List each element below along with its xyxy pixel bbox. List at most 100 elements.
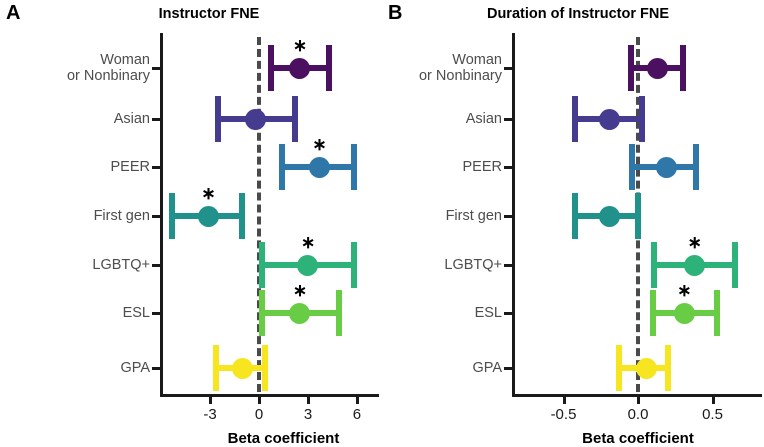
category-label-line: Asian	[0, 111, 150, 127]
x-axis-tick	[209, 397, 212, 404]
error-bar-cap	[259, 290, 265, 336]
category-label-asian: Asian	[0, 111, 150, 127]
category-label-line: Woman	[352, 52, 502, 68]
point-estimate-peer	[309, 157, 330, 178]
point-estimate-lgbtq-	[297, 255, 318, 276]
category-label-line: First gen	[0, 208, 150, 224]
error-bar-cap	[651, 242, 657, 288]
error-bar-cap	[259, 242, 265, 288]
y-axis-tick	[152, 264, 160, 267]
error-bar-cap	[616, 345, 622, 391]
y-axis-spine	[160, 33, 163, 397]
point-estimate-peer	[656, 157, 677, 178]
error-bar-cap	[635, 193, 641, 239]
error-bar-cap	[665, 345, 671, 391]
point-estimate-first-gen	[198, 206, 219, 227]
x-axis-tick	[563, 397, 566, 404]
category-label-lgbtq-: LGBTQ+	[352, 257, 502, 273]
category-label-line: Woman	[0, 52, 150, 68]
category-label-first-gen: First gen	[0, 208, 150, 224]
x-axis-tick	[307, 397, 310, 404]
category-label-lgbtq-: LGBTQ+	[0, 257, 150, 273]
y-axis-tick	[504, 312, 512, 315]
significance-star: ∗	[293, 282, 307, 299]
x-axis-tick	[356, 397, 359, 404]
category-label-peer: PEER	[352, 159, 502, 175]
significance-star: ∗	[677, 282, 691, 299]
significance-star: ∗	[312, 136, 326, 153]
x-axis-tick	[637, 397, 640, 404]
point-estimate-first-gen	[599, 206, 620, 227]
error-bar-cap	[628, 45, 634, 91]
category-label-line: GPA	[352, 360, 502, 376]
point-estimate-woman-or-nonbinary	[289, 58, 310, 79]
significance-star: ∗	[301, 234, 315, 251]
error-bar-cap	[732, 242, 738, 288]
error-bar-cap	[215, 96, 221, 142]
y-axis-tick	[152, 118, 160, 121]
category-label-line: GPA	[0, 360, 150, 376]
category-label-line: ESL	[0, 305, 150, 321]
category-label-gpa: GPA	[0, 360, 150, 376]
point-estimate-esl	[289, 303, 310, 324]
y-axis-tick	[152, 312, 160, 315]
point-estimate-gpa	[636, 358, 657, 379]
x-axis-spine	[160, 394, 379, 397]
significance-star: ∗	[293, 37, 307, 54]
y-axis-tick	[152, 367, 160, 370]
category-label-line: or Nonbinary	[0, 68, 150, 84]
error-bar-cap	[572, 96, 578, 142]
zero-reference-line	[257, 37, 261, 392]
error-bar-cap	[292, 96, 298, 142]
y-axis-spine	[512, 33, 515, 397]
y-axis-tick	[504, 118, 512, 121]
error-bar-cap	[213, 345, 219, 391]
x-axis-title: Beta coefficient	[150, 430, 417, 447]
error-bar-cap	[268, 45, 274, 91]
error-bar-cap	[680, 45, 686, 91]
x-axis-tick-label: 0	[234, 406, 284, 423]
error-bar-cap	[326, 45, 332, 91]
x-axis-tick	[712, 397, 715, 404]
category-label-esl: ESL	[352, 305, 502, 321]
point-estimate-asian	[245, 109, 266, 130]
error-bar-cap	[279, 144, 285, 190]
significance-star: ∗	[201, 185, 215, 202]
category-label-line: PEER	[0, 159, 150, 175]
error-bar-cap	[336, 290, 342, 336]
error-bar-cap	[239, 193, 245, 239]
point-estimate-lgbtq-	[684, 255, 705, 276]
x-axis-title: Beta coefficient	[504, 430, 764, 447]
y-axis-tick	[504, 264, 512, 267]
point-estimate-asian	[599, 109, 620, 130]
x-axis-tick-label: 3	[283, 406, 333, 423]
point-estimate-esl	[674, 303, 695, 324]
y-axis-tick	[504, 67, 512, 70]
y-axis-tick	[504, 166, 512, 169]
category-label-first-gen: First gen	[352, 208, 502, 224]
category-label-line: LGBTQ+	[352, 257, 502, 273]
category-label-asian: Asian	[352, 111, 502, 127]
category-label-line: LGBTQ+	[0, 257, 150, 273]
x-axis-tick-label: 0.0	[613, 406, 663, 423]
error-bar-cap	[714, 290, 720, 336]
point-estimate-woman-or-nonbinary	[647, 58, 668, 79]
y-axis-tick	[504, 215, 512, 218]
error-bar-cap	[572, 193, 578, 239]
category-label-peer: PEER	[0, 159, 150, 175]
error-bar-cap	[169, 193, 175, 239]
error-bar-cap	[693, 144, 699, 190]
category-label-line: PEER	[352, 159, 502, 175]
x-axis-tick	[258, 397, 261, 404]
category-label-gpa: GPA	[352, 360, 502, 376]
error-bar-cap	[650, 290, 656, 336]
category-label-line: ESL	[352, 305, 502, 321]
y-axis-tick	[152, 215, 160, 218]
error-bar-cap	[629, 144, 635, 190]
significance-star: ∗	[688, 234, 702, 251]
